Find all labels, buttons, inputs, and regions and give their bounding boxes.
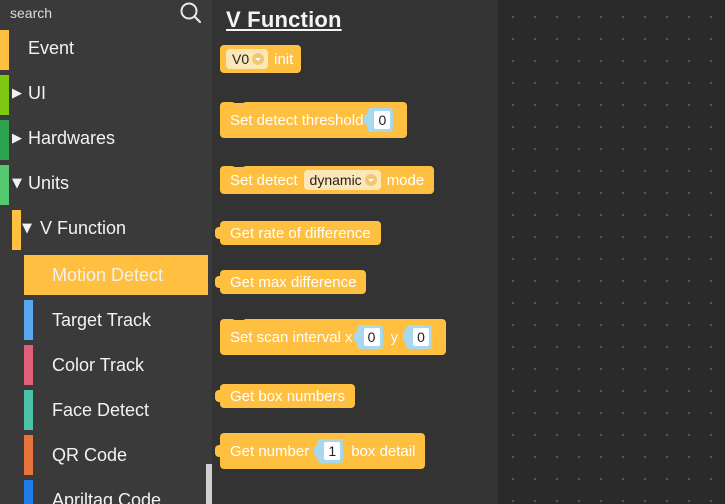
block-text: Get box numbers [230,387,346,405]
item-motion-detect[interactable]: Motion Detect [24,255,208,295]
category-ui[interactable]: ▶ UI [0,75,212,115]
flyout-title: V Function [226,7,342,32]
output-nub [215,227,221,239]
category-sidebar: Event ▶ UI ▶ Hardwares ▼ Units ▼ V Funct… [0,0,212,504]
block-get-max-difference[interactable]: Get max difference [215,270,367,294]
category-label: UI [28,83,46,103]
block-workspace[interactable] [498,0,725,504]
input-plug [353,331,360,343]
item-label: Target Track [52,310,152,330]
category-color-stripe [0,165,9,205]
category-hardwares[interactable]: ▶ Hardwares [0,120,212,160]
block-text: Get max difference [230,273,357,291]
block-text: box detail [351,442,416,460]
collapse-arrow-icon: ▼ [22,221,32,236]
block-notch [232,99,246,103]
category-label: Event [28,38,75,58]
category-color-stripe [0,75,9,115]
block-text: y [390,328,399,346]
expand-arrow-icon: ▶ [12,86,22,101]
search-icon[interactable] [178,0,204,26]
item-apriltag-code[interactable]: Apriltag Code [24,480,208,504]
expand-arrow-icon: ▶ [12,131,22,146]
item-label: Face Detect [52,400,150,420]
item-color-stripe [24,345,33,385]
block-text: Set detect threshold [230,111,364,129]
mode-dropdown[interactable]: dynamic [303,170,381,190]
block-text: Get rate of difference [230,224,371,242]
category-color-stripe [0,30,9,70]
block-set-scan-interval[interactable]: Set scan interval x 0 y 0 [220,316,447,355]
category-label: V Function [40,218,127,238]
device-dropdown[interactable]: V0 [226,49,269,69]
sidebar-scrollbar[interactable] [206,464,212,504]
output-nub [215,445,221,457]
block-text: Get number [230,442,310,460]
output-nub [215,390,221,402]
item-color-stripe [24,390,33,430]
subcategory-v-function[interactable]: ▼ V Function [12,210,208,250]
item-target-track[interactable]: Target Track [24,300,208,340]
block-text: Set scan interval x [230,328,353,346]
box-index-number-input[interactable]: 1 [314,439,344,463]
block-get-box-detail[interactable]: Get number 1 box detail [215,433,426,469]
item-color-track[interactable]: Color Track [24,345,208,385]
category-event[interactable]: Event [0,30,212,70]
block-notch [232,316,246,320]
threshold-number-input[interactable]: 0 [364,108,394,132]
category-label: Hardwares [28,128,116,148]
item-label: Motion Detect [52,265,164,285]
item-face-detect[interactable]: Face Detect [24,390,208,430]
block-text: mode [386,171,425,189]
input-plug [364,114,371,126]
item-color-stripe [24,435,33,475]
output-nub [215,276,221,288]
block-notch [232,163,246,167]
block-flyout: V Function V0 init Set detect threshold … [212,0,498,504]
item-label: QR Code [52,445,128,465]
dropdown-caret-icon [364,174,377,186]
dropdown-caret-icon [252,53,265,65]
block-set-detect-mode[interactable]: Set detect dynamic mode [220,163,435,194]
search-box [0,0,212,25]
block-text: Set detect [230,171,298,189]
category-color-stripe [12,210,21,250]
block-set-detect-threshold[interactable]: Set detect threshold 0 [220,99,408,138]
category-color-stripe [0,120,9,160]
block-get-rate-of-difference[interactable]: Get rate of difference [215,221,381,245]
input-plug [314,445,321,457]
scan-y-number-input[interactable]: 0 [403,325,433,349]
input-plug [403,331,410,343]
search-input[interactable] [0,0,175,25]
item-color-stripe [24,480,33,504]
block-init[interactable]: V0 init [220,45,302,73]
category-label: Units [28,173,70,193]
item-label: Apriltag Code [52,490,162,504]
block-text: init [274,50,294,68]
block-get-box-numbers[interactable]: Get box numbers [215,384,356,408]
scan-x-number-input[interactable]: 0 [353,325,383,349]
item-qr-code[interactable]: QR Code [24,435,208,475]
item-color-stripe [24,300,33,340]
collapse-arrow-icon: ▼ [12,176,22,191]
category-units[interactable]: ▼ Units [0,165,212,205]
item-label: Color Track [52,355,145,375]
